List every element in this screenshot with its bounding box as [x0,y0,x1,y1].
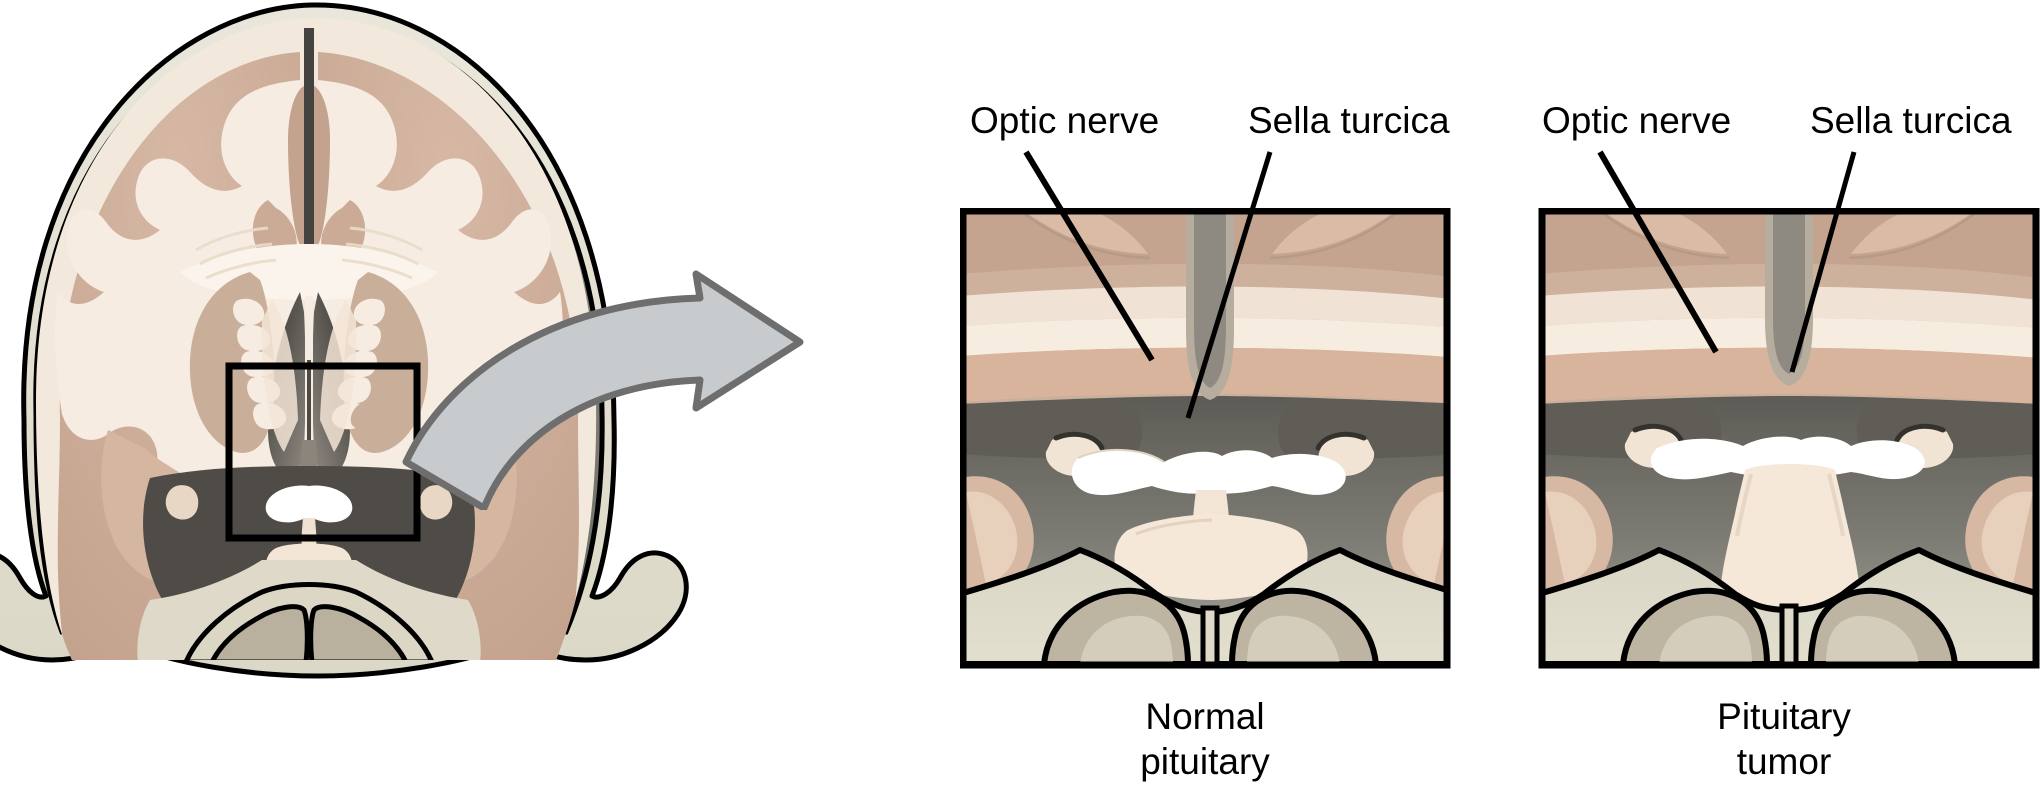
caption-normal-line1: Normal [1145,696,1265,737]
brain-parenchyma [36,17,597,660]
panel-normal-leader-lines [1023,150,1273,419]
label-sella-turcica-normal: Sella turcica [1248,100,1450,141]
leader-line-sella-turcica [1185,151,1273,419]
caption-tumor-line1: Pituitary [1717,696,1851,737]
coronal-brain-section [0,2,689,679]
label-optic-nerve-normal: Optic nerve [970,100,1160,141]
leader-line-optic-nerve [1597,150,1719,354]
leader-line-optic-nerve [1023,150,1155,362]
label-optic-nerve-tumor: Optic nerve [1542,100,1732,141]
leader-line-sella-turcica [1789,151,1857,373]
label-sella-turcica-tumor: Sella turcica [1810,100,2012,141]
magnification-arrow [402,270,804,510]
panel-tumor-leader-lines [1597,150,1857,373]
caption-normal-pituitary: Normal pituitary [960,694,1450,784]
caption-normal-line2: pituitary [1140,741,1270,782]
panel-normal-pituitary [960,208,1451,669]
caption-pituitary-tumor: Pituitary tumor [1534,694,2034,784]
caption-tumor-line2: tumor [1736,741,1832,782]
